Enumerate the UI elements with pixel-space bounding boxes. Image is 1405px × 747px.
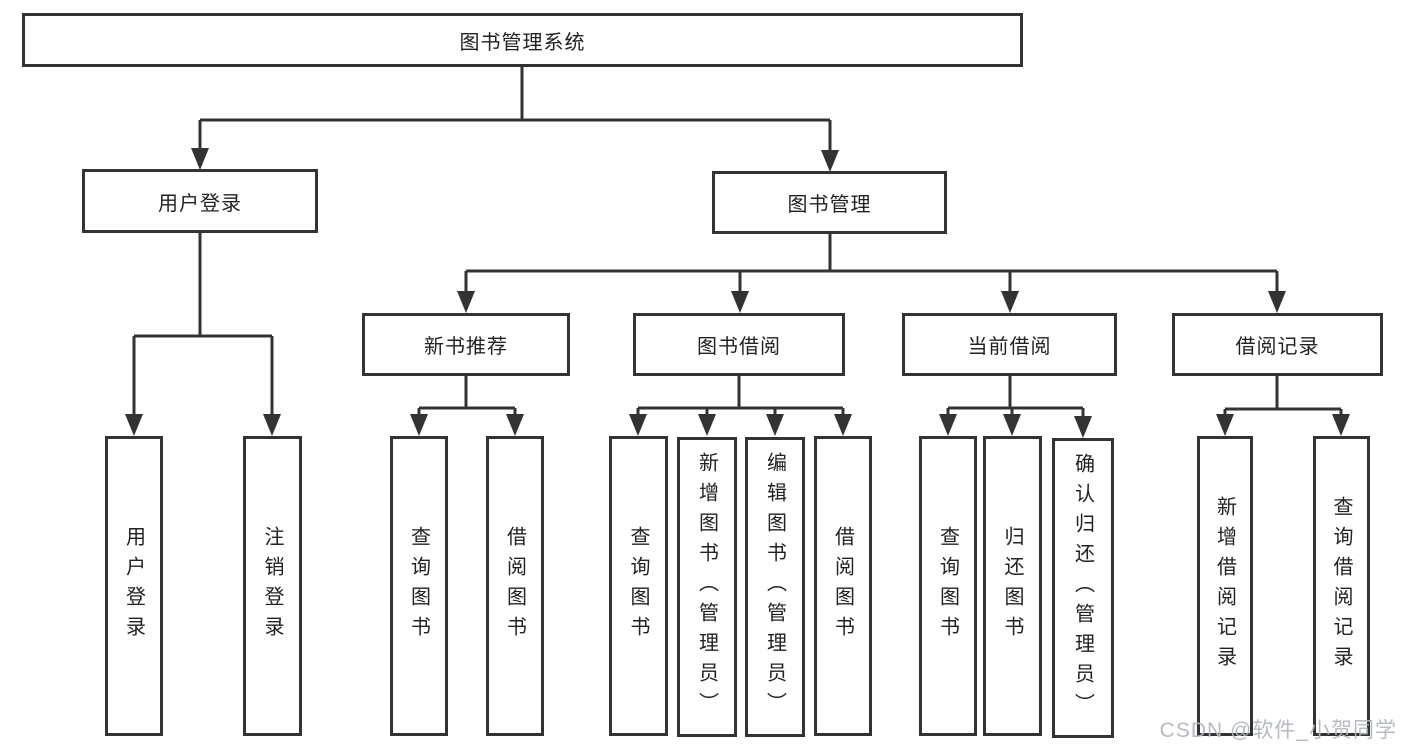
leaf-return-books: 归还图书	[983, 436, 1042, 736]
arrowhead-icon	[457, 291, 475, 313]
arrowhead-icon	[125, 414, 143, 436]
arrowhead-icon	[698, 414, 716, 436]
leaf-user-login: 用户登录	[105, 436, 163, 736]
node-user-login: 用户登录	[82, 169, 318, 233]
leaf-add-borrow-record: 新增借阅记录	[1197, 436, 1253, 736]
arrowhead-icon	[1332, 414, 1350, 436]
connector-new-book-recommend-children	[410, 376, 524, 436]
leaf-confirm-return-admin: 确认归还（管理员）	[1052, 438, 1114, 738]
node-borrow-records: 借阅记录	[1172, 313, 1383, 376]
connector-book-borrowing-children	[629, 376, 852, 436]
arrowhead-icon	[1074, 416, 1092, 438]
node-book-borrowing: 图书借阅	[633, 313, 845, 376]
connector-book-management-children	[457, 234, 1286, 313]
leaf-logout: 注销登录	[243, 436, 302, 736]
leaf-query-books-borrowing: 查询图书	[609, 436, 668, 736]
arrowhead-icon	[731, 291, 749, 313]
connector-current-borrowing-children	[939, 376, 1092, 438]
leaf-add-books-admin: 新增图书（管理员）	[677, 437, 737, 737]
arrowhead-icon	[1003, 414, 1021, 436]
leaf-query-books-recommend: 查询图书	[390, 436, 448, 736]
leaf-borrow-books-recommend: 借阅图书	[486, 436, 544, 736]
arrowhead-icon	[410, 414, 428, 436]
arrowhead-icon	[629, 414, 647, 436]
arrowhead-icon	[506, 414, 524, 436]
node-book-management: 图书管理	[712, 171, 947, 234]
arrowhead-icon	[1216, 414, 1234, 436]
connector-root-to-level1	[191, 67, 839, 172]
watermark: CSDN @软件_小贺同学	[1159, 719, 1397, 742]
arrowhead-icon	[1268, 291, 1286, 313]
leaf-edit-books-admin: 编辑图书（管理员）	[745, 437, 805, 737]
node-new-book-recommend: 新书推荐	[362, 313, 570, 376]
leaf-borrow-books: 借阅图书	[814, 436, 872, 736]
arrowhead-icon	[263, 414, 281, 436]
leaf-query-borrow-record: 查询借阅记录	[1313, 436, 1370, 736]
leaf-query-books-current: 查询图书	[919, 436, 977, 736]
arrowhead-icon	[766, 414, 784, 436]
node-current-borrowing: 当前借阅	[902, 313, 1117, 376]
arrowhead-icon	[821, 150, 839, 172]
arrowhead-icon	[191, 148, 209, 170]
connector-borrow-records-children	[1216, 376, 1350, 436]
arrowhead-icon	[1001, 291, 1019, 313]
arrowhead-icon	[834, 414, 852, 436]
node-root: 图书管理系统	[22, 13, 1023, 67]
connector-user-login-children	[125, 233, 281, 436]
arrowhead-icon	[939, 414, 957, 436]
